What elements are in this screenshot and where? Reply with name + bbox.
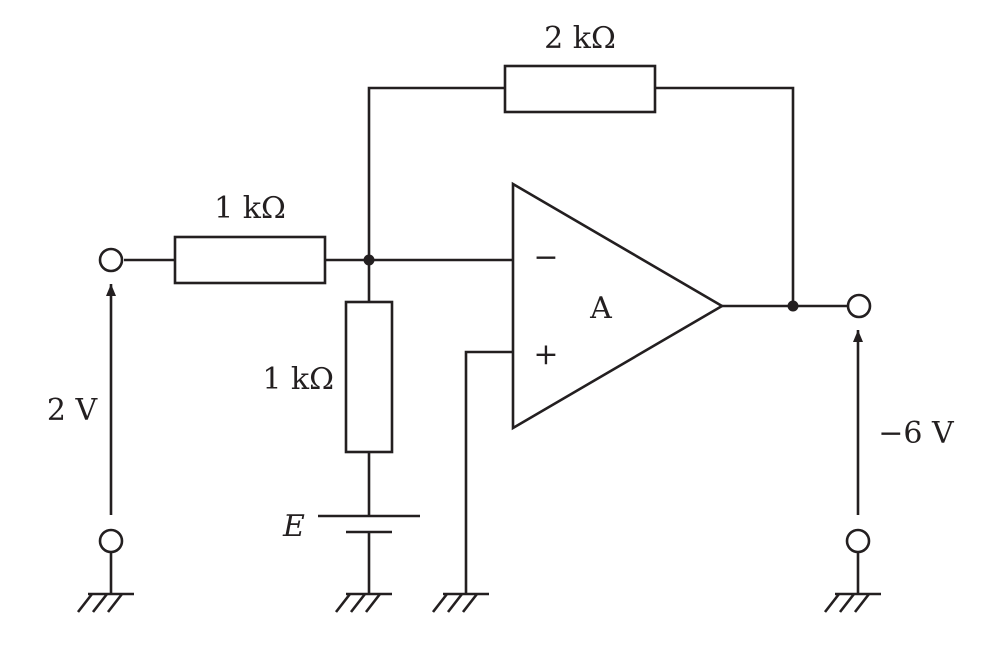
noninverting-ground-wire	[464, 350, 513, 594]
input-resistor	[173, 235, 327, 285]
input-junction-dot	[363, 254, 375, 266]
battery-ground-icon	[334, 592, 392, 613]
input-ground-terminal	[98, 528, 124, 554]
input-terminal	[98, 247, 124, 273]
feedback-resistor-label: 2 kΩ	[544, 21, 616, 56]
battery-label: E	[282, 509, 305, 544]
output-voltage-label: −6 V	[878, 416, 955, 451]
feedback-wire-left	[367, 86, 505, 260]
inverting-input-sign: −	[533, 240, 558, 275]
feedback-wire-right	[655, 86, 795, 306]
output-ground-icon	[823, 592, 881, 613]
output-terminal	[846, 293, 872, 319]
noninverting-ground-icon	[431, 592, 489, 613]
wires	[109, 86, 860, 594]
output-junction-dot	[787, 300, 799, 312]
battery-symbol	[318, 514, 420, 534]
opamp-triangle	[511, 181, 725, 431]
opamp-label: A	[589, 291, 612, 326]
noninverting-input-sign: +	[533, 337, 558, 372]
input-voltage-label: 2 V	[47, 393, 99, 428]
feedback-resistor	[503, 64, 657, 114]
input-resistor-label: 1 kΩ	[214, 191, 286, 226]
output-ground-terminal	[845, 528, 871, 554]
input-ground-icon	[76, 592, 134, 613]
bias-resistor	[344, 300, 394, 454]
bias-resistor-label: 1 kΩ	[262, 362, 334, 397]
